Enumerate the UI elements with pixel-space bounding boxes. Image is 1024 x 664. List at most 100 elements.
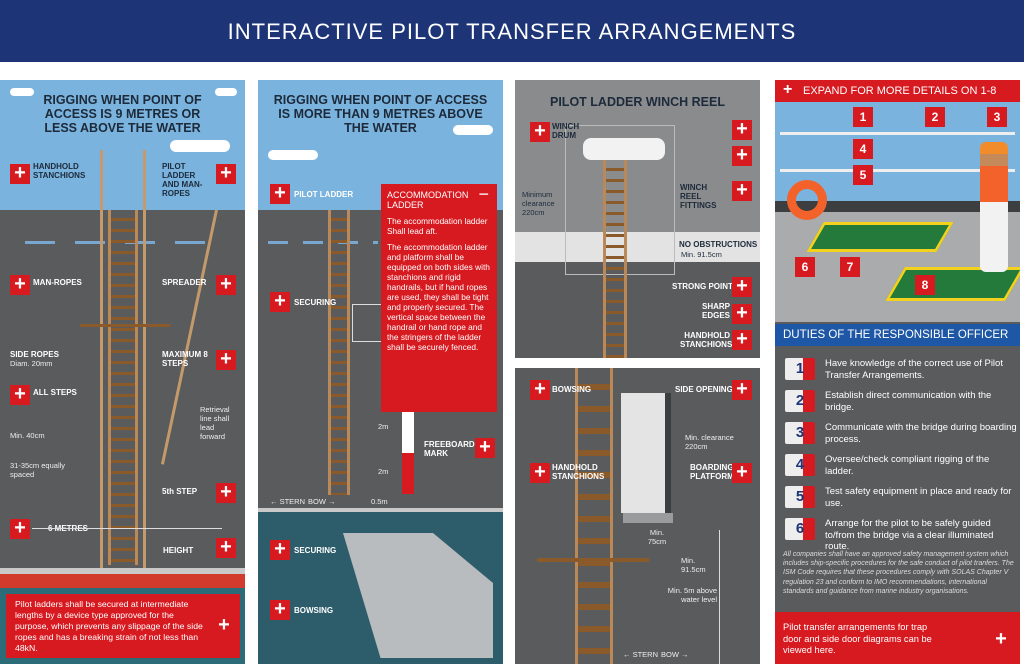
spreader [80, 324, 170, 327]
footer-expand[interactable]: + [991, 629, 1011, 650]
label-5th-step: 5th STEP [162, 487, 198, 496]
boarding-platform-expand[interactable]: + [732, 462, 752, 483]
securing-note-expand[interactable]: + [214, 615, 234, 636]
label-winch-drum: WINCH DRUM [552, 122, 580, 140]
duties-header: DUTIES OF THE RESPONSIBLE OFFICER [775, 324, 1020, 346]
dimension-line [719, 530, 720, 664]
handhold-stanchions-expand[interactable]: + [530, 462, 550, 483]
panel-title: PILOT LADDER WINCH REEL [550, 95, 725, 109]
label-step-spacing: 31-35cm equally spaced [10, 461, 66, 479]
trap-door-diagrams-link[interactable]: Pilot transfer arrangements for trap doo… [775, 612, 1020, 664]
label-2m-lower: 2m [378, 467, 389, 476]
cloud [170, 140, 230, 152]
label-handhold-stanchions: HANDHOLD STANCHIONS [33, 162, 86, 180]
numbered-flag-icon: 6 [785, 518, 815, 540]
footer-text: Pilot transfer arrangements for trap doo… [783, 622, 932, 655]
securing-photo: + SECURING + BOWSING [258, 508, 503, 664]
duty-item: 5 Test safety equipment in place and read… [785, 484, 1020, 514]
winch-drum-expand[interactable]: + [530, 121, 550, 142]
man-ropes-expand[interactable]: + [10, 274, 30, 295]
numbered-flag-icon: 3 [785, 422, 815, 444]
label-stern: ← STERN [623, 650, 659, 659]
maximum-steps-expand[interactable]: + [216, 349, 236, 370]
height-expand[interactable]: + [216, 537, 236, 558]
label-bow: BOW → [308, 497, 336, 506]
panel-winch-reel: PILOT LADDER WINCH REEL + WINCH DRUM + +… [515, 80, 760, 358]
panel-title: RIGGING WHEN POINT OF ACCESS IS MORE THA… [273, 93, 488, 135]
lifebuoy [787, 180, 827, 220]
detail-marker-7[interactable]: 7 [840, 257, 860, 277]
cloud [10, 88, 34, 96]
numbered-flag-icon: 4 [785, 454, 815, 476]
disclaimer: All companies shall have an approved saf… [783, 551, 1014, 595]
sharp-edges-expand[interactable]: + [732, 303, 752, 324]
pilot-ladder-expand[interactable]: + [216, 163, 236, 184]
label-bowsing: BOWSING [552, 385, 592, 394]
label-side-ropes-diam: Diam. 20mm [10, 359, 53, 368]
panel-side-opening: + BOWSING SIDE OPENING + Min. clearance … [515, 368, 760, 664]
freeboard-expand[interactable]: + [475, 437, 495, 458]
popup-close-button[interactable]: − [478, 184, 489, 204]
securing-note: Pilot ladders shall be secured at interm… [6, 594, 240, 658]
side-opening-expand[interactable]: + [732, 379, 752, 400]
panel-rigging-over-9m: RIGGING WHEN POINT OF ACCESS IS MORE THA… [258, 80, 503, 664]
label-min-clearance: Minimum clearance 220cm [522, 190, 555, 217]
numbered-flag-icon: 5 [785, 486, 815, 508]
label-bow: BOW → [661, 650, 689, 659]
bowsing-detail-expand[interactable]: + [270, 599, 290, 620]
securing-expand[interactable]: + [270, 291, 290, 312]
label-all-steps: ALL STEPS [33, 388, 77, 397]
label-min-75cm: Min. 75cm [647, 528, 667, 546]
water-line [268, 241, 378, 244]
six-metres-expand[interactable]: + [10, 518, 30, 539]
label-min-40cm: Min. 40cm [10, 431, 45, 440]
numbered-flag-icon: 1 [785, 358, 815, 380]
winch-fitting-1-expand[interactable]: + [732, 119, 752, 140]
fifth-step-expand[interactable]: + [216, 482, 236, 503]
strong-point-expand[interactable]: + [732, 276, 752, 297]
label-securing-detail: SECURING [294, 546, 337, 555]
man-rope [143, 150, 146, 570]
hull-side [515, 262, 760, 358]
cloud [453, 125, 493, 135]
pilot-ladder [328, 210, 350, 495]
popup-title: ACCOMMODATION LADDER [387, 190, 469, 210]
officer-figure [980, 142, 1008, 272]
detail-marker-6[interactable]: 6 [795, 257, 815, 277]
panel-rigging-under-9m: RIGGING WHEN POINT OF ACCESS IS 9 METRES… [0, 80, 245, 664]
bowsing-expand[interactable]: + [530, 379, 550, 400]
all-steps-expand[interactable]: + [10, 384, 30, 405]
label-pilot-ladder: PILOT LADDER [294, 190, 354, 199]
label-height: HEIGHT [163, 546, 194, 555]
label-min-91-5cm: Min. 91.5cm [681, 250, 722, 259]
winch-fitting-2-expand[interactable]: + [732, 145, 752, 166]
spreader-expand[interactable]: + [216, 274, 236, 295]
label-man-ropes: MAN-ROPES [33, 278, 82, 287]
label-bowsing-detail: BOWSING [294, 606, 334, 615]
popup-paragraph-2: The accommodation ladder and platform sh… [387, 242, 490, 352]
pilot-ladder-expand[interactable]: + [270, 183, 290, 204]
winch-reel-fittings-expand[interactable]: + [732, 180, 752, 201]
detail-marker-5[interactable]: 5 [853, 165, 873, 185]
detail-marker-1[interactable]: 1 [853, 107, 873, 127]
securing-note-text: Pilot ladders shall be secured at interm… [15, 599, 203, 653]
cloud [268, 150, 318, 160]
securing-detail-expand[interactable]: + [270, 539, 290, 560]
handhold-stanchions-expand[interactable]: + [10, 163, 30, 184]
duty-text: Communicate with the bridge during board… [825, 422, 1017, 445]
label-securing: SECURING [294, 298, 337, 307]
detail-marker-2[interactable]: 2 [925, 107, 945, 127]
railing [780, 132, 1015, 172]
winch-drum [583, 138, 665, 160]
detail-marker-8[interactable]: 8 [915, 275, 935, 295]
detail-marker-4[interactable]: 4 [853, 139, 873, 159]
expand-details-button[interactable]: + EXPAND FOR MORE DETAILS ON 1-8 [775, 80, 1020, 102]
handhold-stanchions-expand[interactable]: + [732, 329, 752, 350]
label-side-ropes: SIDE ROPES [10, 350, 59, 359]
duty-text: Test safety equipment in place and ready… [825, 486, 1012, 509]
detail-marker-3[interactable]: 3 [987, 107, 1007, 127]
numbered-flag-icon: 2 [785, 390, 815, 412]
duty-text: Have knowledge of the correct use of Pil… [825, 358, 1003, 381]
